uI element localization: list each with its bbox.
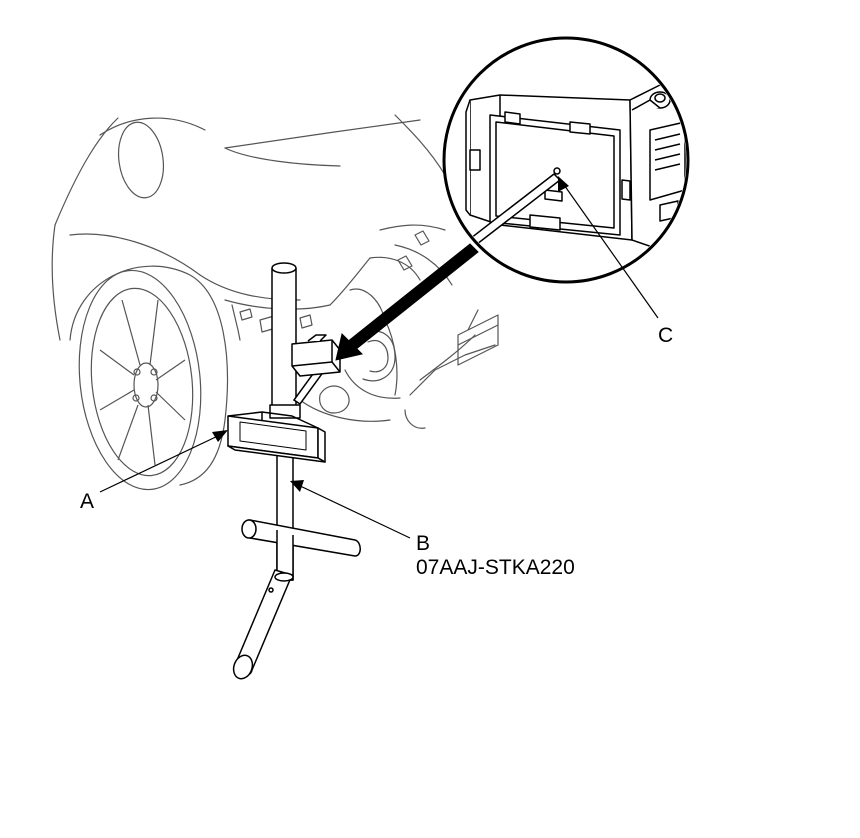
vehicle-front-outline [51,114,499,486]
front-wheel [78,269,202,491]
detail-magnifier [442,36,690,284]
callout-c: C [658,324,673,347]
radar-sensor-unit [291,334,341,377]
tool-a-target-plate [227,411,326,463]
callout-b-part-number: 07AAJ-STKA220 [416,556,575,579]
detail-arrow [335,243,479,361]
callout-a: A [80,490,94,513]
callout-b: B [416,532,430,555]
tool-b-stand [232,262,361,680]
leader-lines [99,176,659,539]
